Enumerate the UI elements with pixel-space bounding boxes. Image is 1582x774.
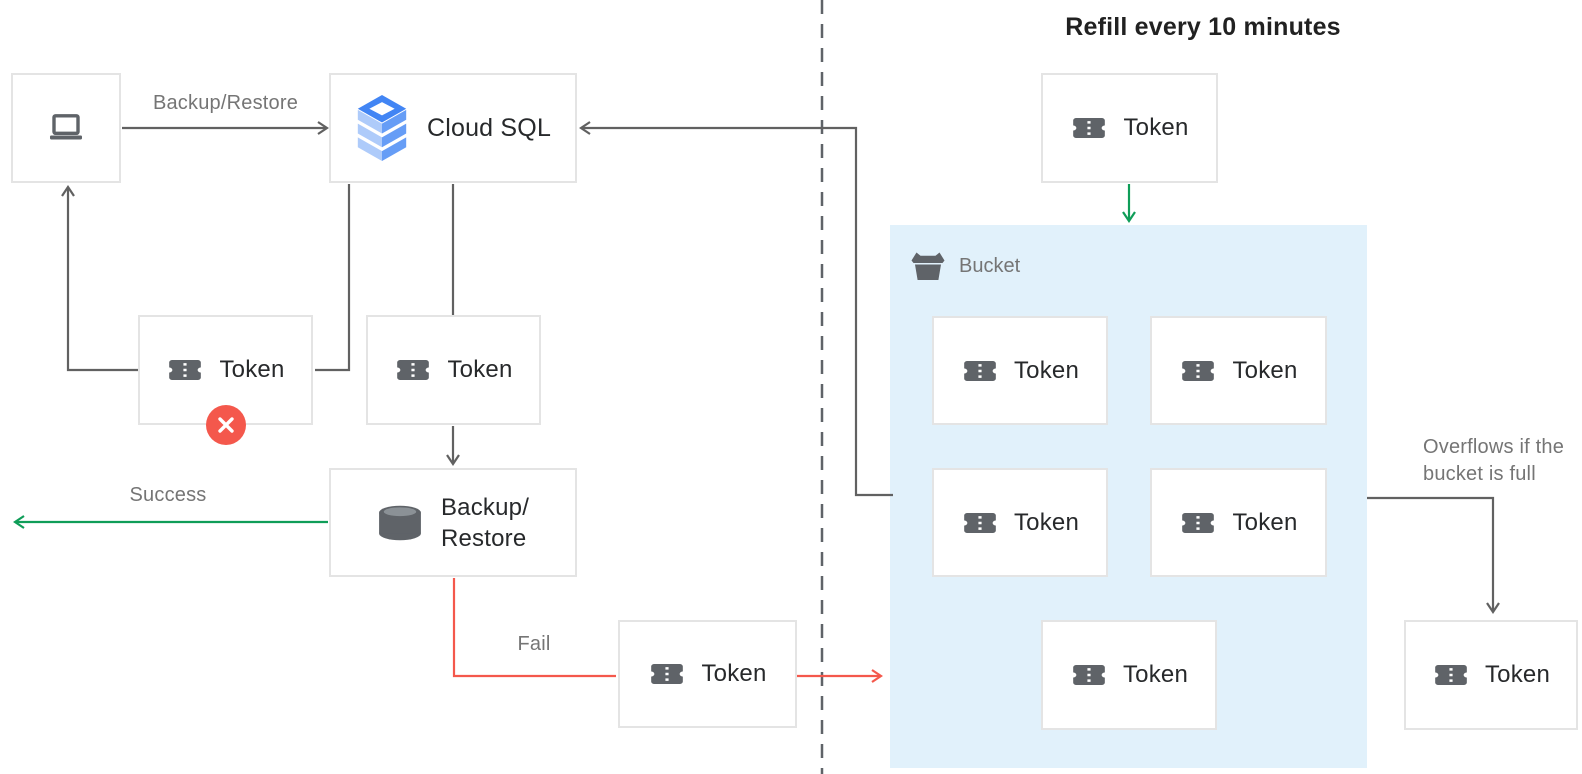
cloud-sql-node: Cloud SQL (329, 73, 577, 183)
token-label: Token (1122, 661, 1189, 688)
bucket-header: Bucket (910, 251, 1020, 281)
token-label: Token (1013, 508, 1080, 536)
backup-restore-label: Backup/ Restore (440, 493, 530, 552)
bucket-token-2: Token (1150, 316, 1327, 425)
token-icon (964, 360, 996, 381)
token-refill-node: Token (1041, 73, 1218, 183)
token-icon (651, 664, 684, 684)
token-icon (1073, 118, 1106, 138)
edge-label-overflow: Overflows if the bucket is full (1423, 436, 1565, 485)
edge-label-success: Success (129, 484, 207, 506)
edge-label-fail: Fail (517, 633, 551, 655)
token-label: Token (219, 356, 285, 383)
edge-cloudsql-to-consumed-token (315, 184, 351, 372)
token-label: Token (1484, 661, 1551, 688)
error-x-icon (218, 417, 234, 433)
cloud-sql-label: Cloud SQL (426, 113, 552, 142)
token-icon (1073, 665, 1105, 685)
token-icon (964, 512, 996, 533)
token-fail-node: Token (618, 620, 797, 728)
bucket-token-1: Token (932, 316, 1108, 425)
refill-title: Refill every 10 minutes (1065, 13, 1341, 41)
laptop-icon (50, 114, 82, 140)
error-badge (206, 405, 246, 445)
database-icon (379, 505, 421, 540)
edge-label-backup-restore: Backup/Restore (152, 92, 299, 114)
laptop-node (11, 73, 121, 183)
token-label: Token (1232, 508, 1298, 536)
token-label: Token (1232, 356, 1298, 384)
token-label: Token (701, 660, 767, 687)
token-icon (1435, 665, 1467, 685)
token-icon (1182, 360, 1215, 381)
token-label: Token (447, 356, 513, 383)
token-overflow-node: Token (1404, 620, 1578, 730)
token-queued-node: Token (366, 315, 541, 425)
token-label: Token (1013, 356, 1080, 384)
bucket-token-5: Token (1041, 620, 1217, 730)
edge-consumed-token-to-laptop (61, 185, 138, 372)
token-label: Token (1123, 114, 1189, 141)
backup-restore-node: Backup/ Restore (329, 468, 577, 577)
edge-bucket-to-cloudsql (579, 121, 893, 497)
bucket-label: Bucket (959, 254, 1021, 277)
token-icon (169, 360, 202, 380)
cloud-sql-icon (357, 95, 407, 161)
bucket-icon (911, 252, 945, 280)
edge-fail (452, 578, 616, 678)
token-icon (1182, 512, 1215, 533)
token-icon (397, 360, 430, 380)
bucket-token-3: Token (932, 468, 1108, 577)
bucket-token-4: Token (1150, 468, 1327, 577)
edge-bucket-overflow (1367, 496, 1500, 614)
